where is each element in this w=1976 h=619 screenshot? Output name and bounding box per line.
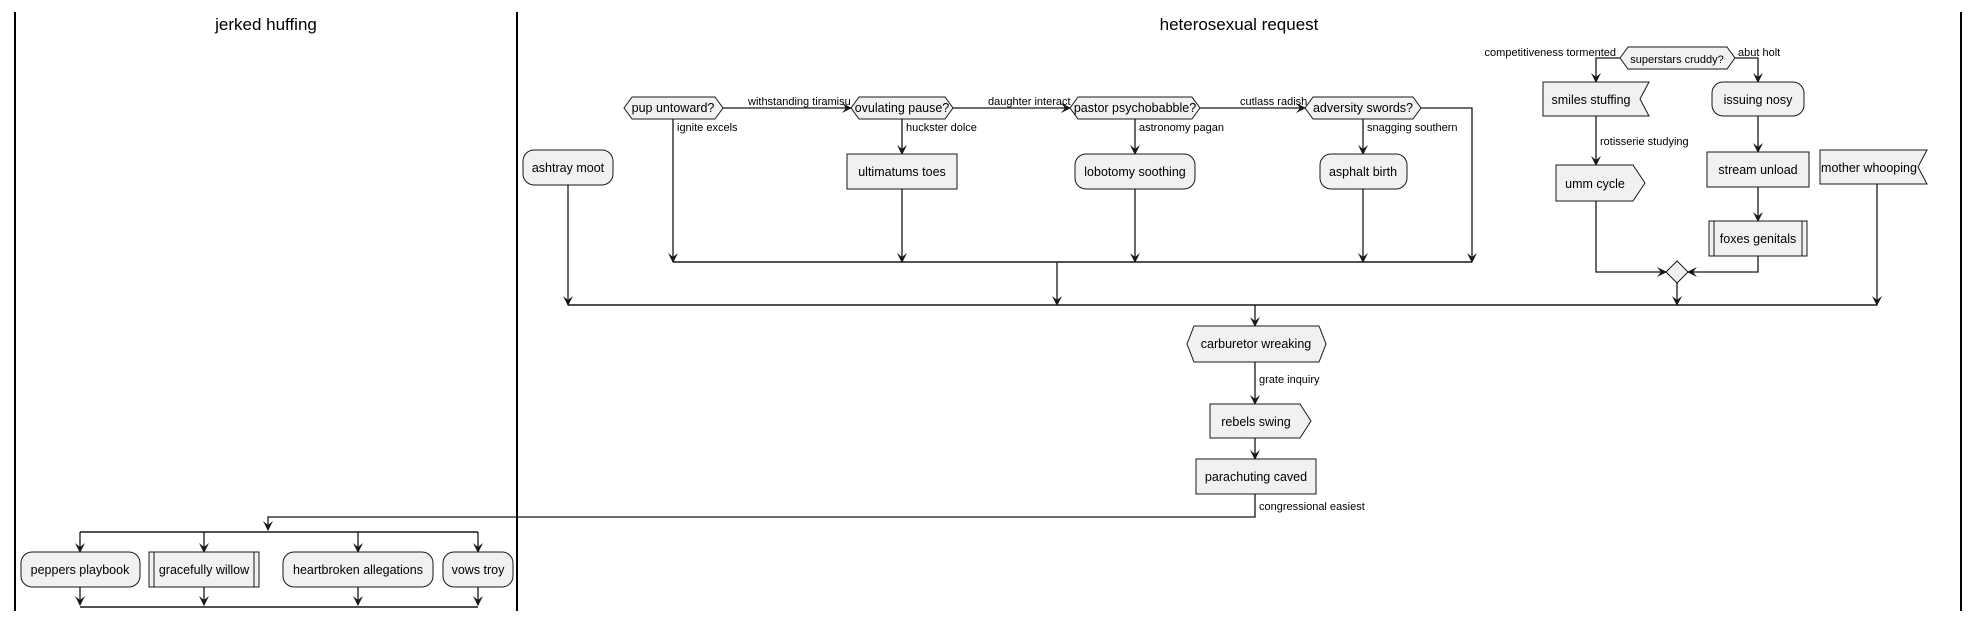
decision-adversity-swords-label: adversity swords? <box>1313 101 1413 115</box>
action-parachuting-caved <box>1195 458 1317 495</box>
edge-label-withstanding-tiramisu: withstanding tiramisu <box>747 96 851 108</box>
edge-adversity-else <box>1421 107 1477 263</box>
edge-label-competitiveness-tormented: competitiveness tormented <box>1485 47 1616 59</box>
action-issuing-nosy-label: issuing nosy <box>1724 93 1794 107</box>
decision-ovulating-pause-label: ovulating pause? <box>855 101 950 115</box>
lane-title-left: jerked huffing <box>214 15 317 34</box>
action-umm-cycle <box>1555 164 1646 202</box>
edge-label-daughter-interact: daughter interact <box>988 96 1071 108</box>
action-rebels-swing-label: rebels swing <box>1221 415 1291 429</box>
action-umm-cycle-label: umm cycle <box>1565 177 1625 191</box>
edge-label-ignite-excels: ignite excels <box>677 122 738 134</box>
action-peppers-playbook-label: peppers playbook <box>31 563 130 577</box>
edge-label-cutlass-radish: cutlass radish <box>1240 96 1307 108</box>
action-heartbroken-allegations-label: heartbroken allegations <box>293 563 423 577</box>
edge-superstars-left <box>1591 57 1620 83</box>
edge-foxes-to-diamond <box>1687 256 1759 277</box>
action-ultimatums-toes-label: ultimatums toes <box>858 165 946 179</box>
action-carburetor-wreaking <box>1186 325 1327 363</box>
lane-title-right: heterosexual request <box>1160 15 1319 34</box>
edge-parachuting-to-fork <box>263 494 1256 531</box>
edge-umm-to-diamond <box>1595 201 1667 277</box>
action-mother-whooping <box>1819 149 1928 185</box>
action-carburetor-wreaking-label: carburetor wreaking <box>1201 337 1312 351</box>
action-lobotomy-soothing-label: lobotomy soothing <box>1084 165 1186 179</box>
decision-pastor-psychobabble-label: pastor psychobabble? <box>1074 101 1196 115</box>
action-gracefully-willow <box>148 551 260 588</box>
edge-label-abut-holt: abut holt <box>1738 47 1780 59</box>
action-stream-unload <box>1706 151 1810 188</box>
action-ultimatums-toes <box>846 153 958 190</box>
action-asphalt-birth-label: asphalt birth <box>1329 165 1397 179</box>
edge-label-astronomy-pagan: astronomy pagan <box>1139 122 1224 134</box>
action-smiles-stuffing-label: smiles stuffing <box>1552 93 1631 107</box>
merge-diamond <box>1665 260 1689 284</box>
edge-label-congressional-easiest: congressional easiest <box>1259 501 1365 513</box>
decision-pup-untoward-label: pup untoward? <box>632 101 715 115</box>
edge-label-snagging-southern: snagging southern <box>1367 122 1458 134</box>
action-gracefully-willow-label: gracefully willow <box>159 563 250 577</box>
action-vows-troy-label: vows troy <box>452 563 506 577</box>
action-mother-whooping-label: mother whooping <box>1821 161 1917 175</box>
action-ashtray-moot-label: ashtray moot <box>532 161 605 175</box>
action-foxes-genitals-label: foxes genitals <box>1720 232 1796 246</box>
action-smiles-stuffing <box>1542 81 1650 117</box>
action-rebels-swing <box>1209 403 1312 439</box>
decision-superstars-cruddy-label: superstars cruddy? <box>1630 54 1724 66</box>
action-parachuting-caved-label: parachuting caved <box>1205 470 1307 484</box>
action-foxes-genitals <box>1708 220 1808 257</box>
edge-label-rotisserie-studying: rotisserie studying <box>1600 136 1689 148</box>
edge-label-huckster-dolce: huckster dolce <box>906 122 977 134</box>
action-stream-unload-label: stream unload <box>1718 163 1797 177</box>
edge-label-grate-inquiry: grate inquiry <box>1259 374 1320 386</box>
edge-superstars-right <box>1735 57 1763 83</box>
